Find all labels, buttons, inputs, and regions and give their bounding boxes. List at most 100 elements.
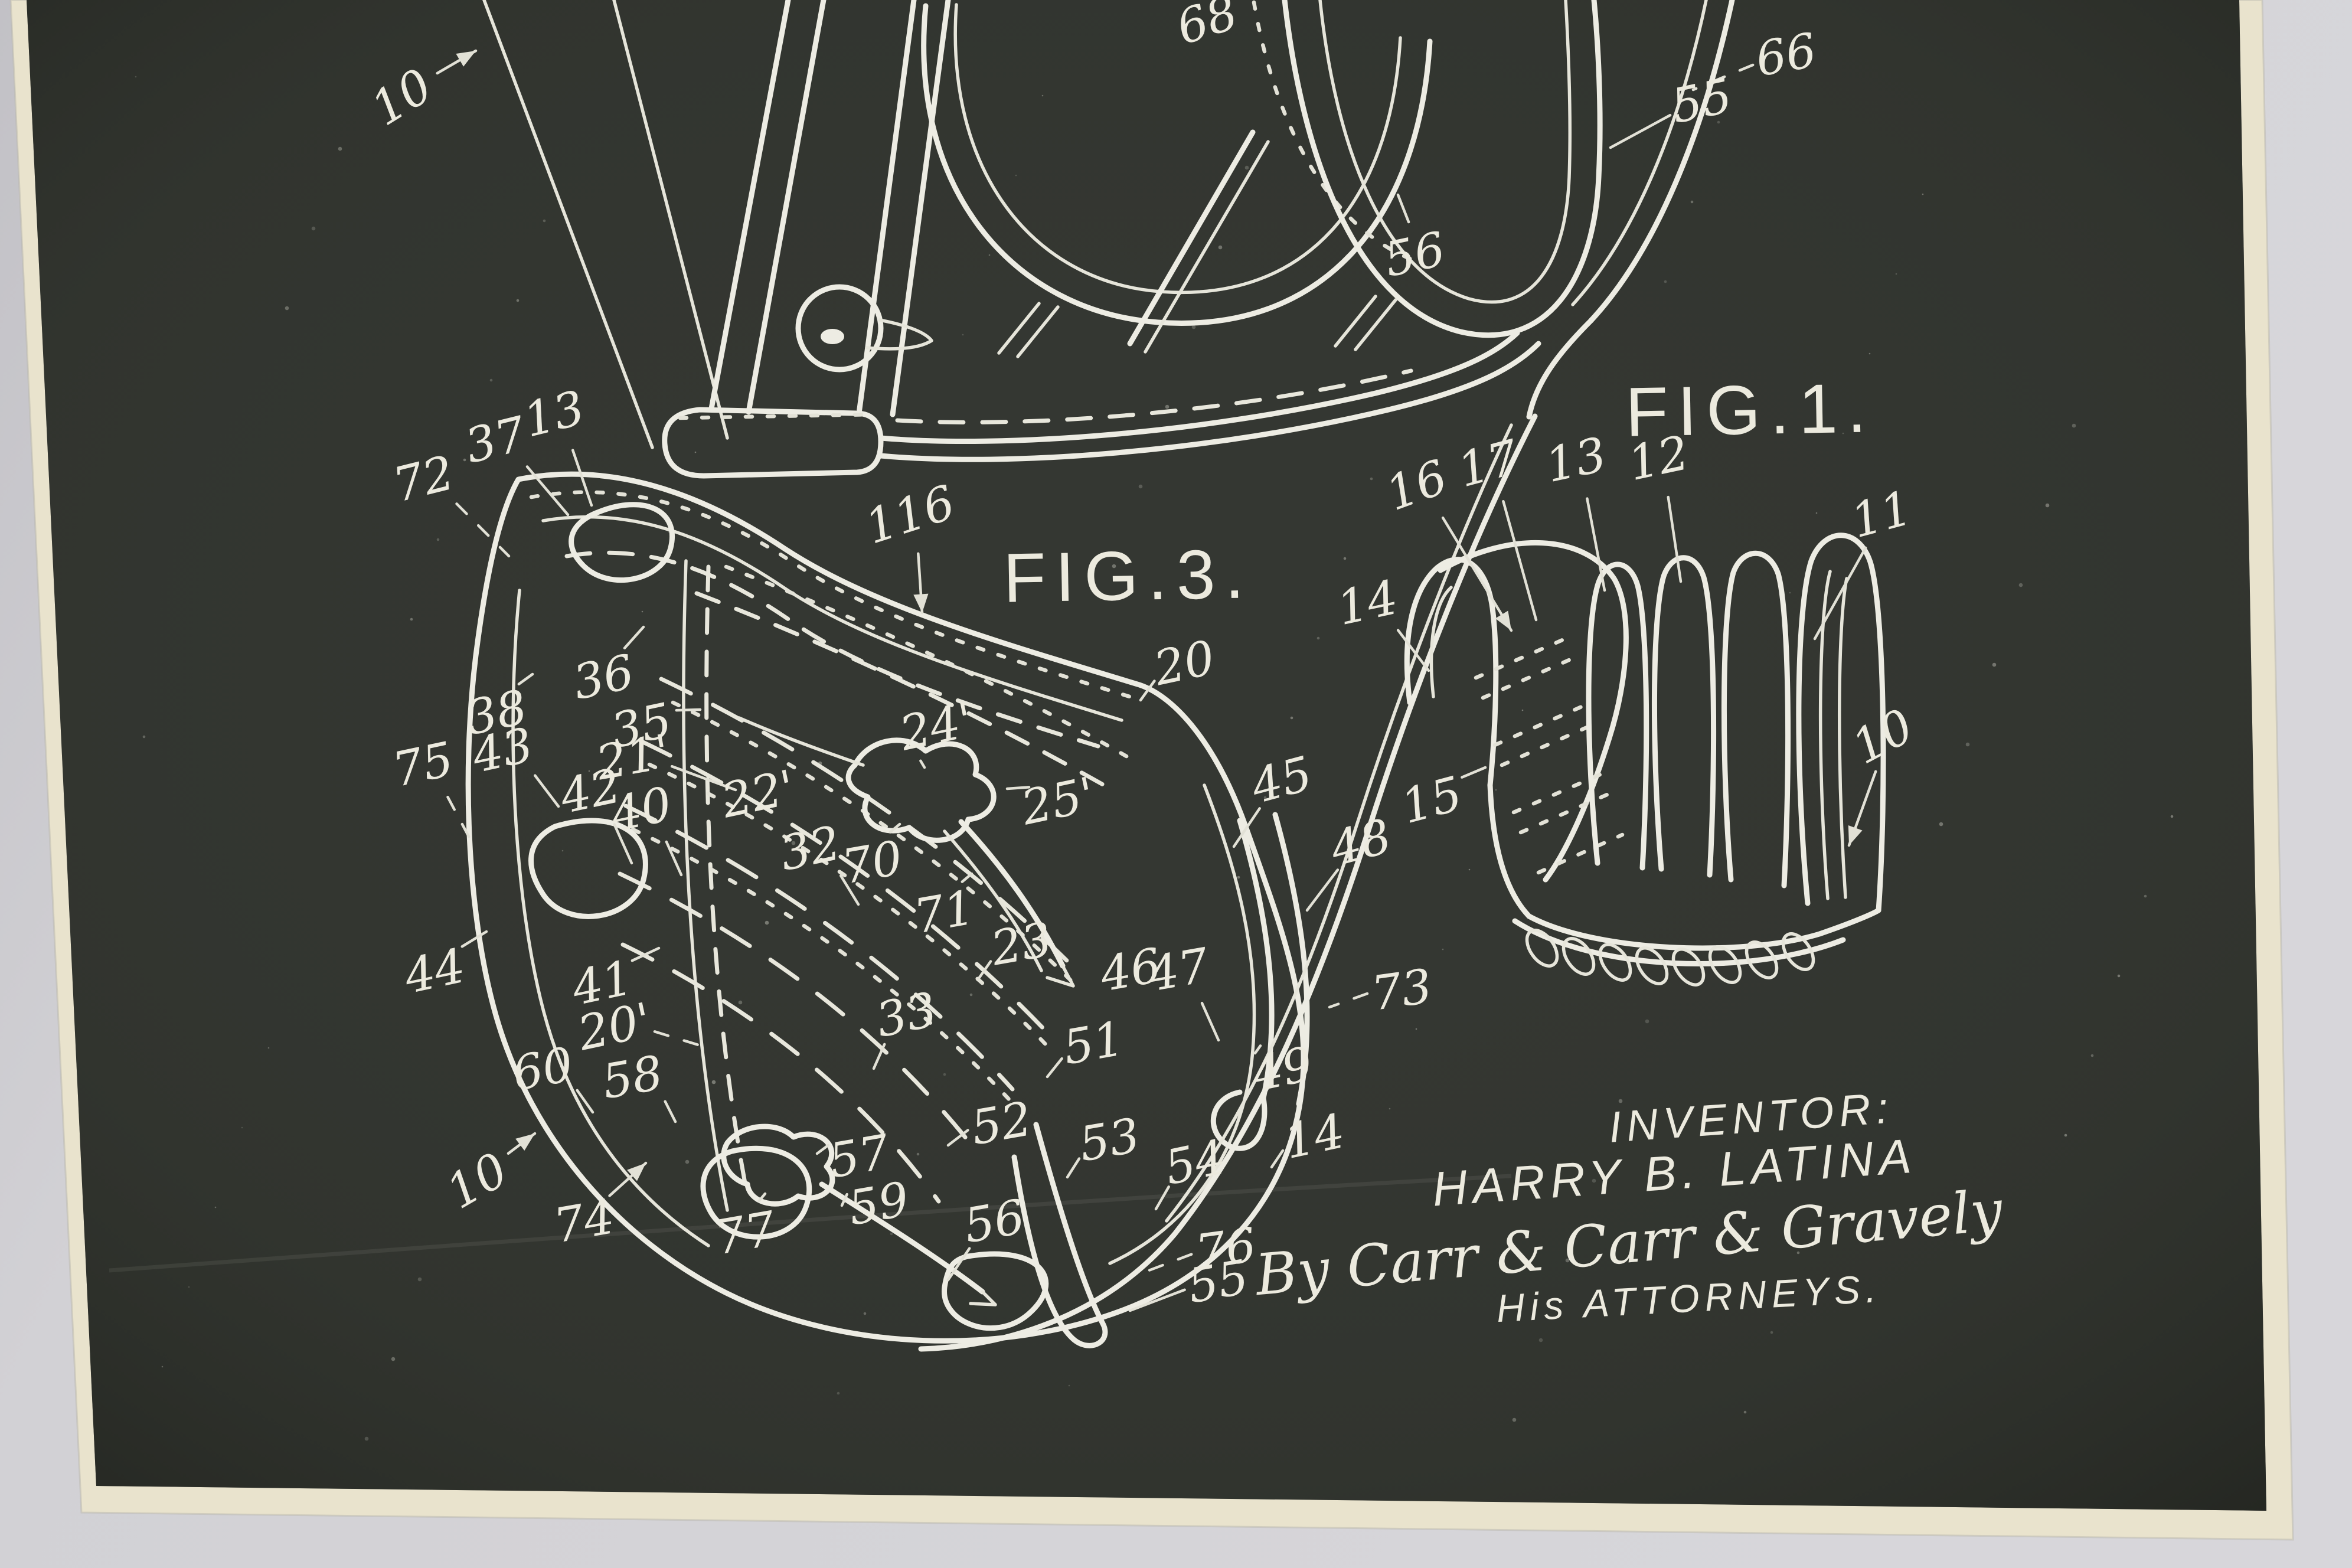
dust-speck	[1717, 120, 1720, 124]
sheet-vignette	[27, 0, 2266, 1511]
dust-speck	[267, 1047, 270, 1049]
dust-speck	[1041, 94, 1044, 97]
dust-speck	[711, 1080, 716, 1084]
leader-line	[455, 502, 511, 558]
leader-line	[1691, 63, 1755, 92]
leader-line	[946, 1247, 971, 1282]
leader-arrowhead	[456, 51, 476, 67]
reference-numeral: 40	[606, 776, 677, 842]
dust-speck	[863, 1312, 867, 1315]
reference-numeral: 66	[1752, 22, 1820, 87]
reference-numeral: 47	[1144, 937, 1213, 1002]
dust-speck	[1664, 280, 1667, 283]
leader-line	[1066, 1157, 1081, 1179]
reference-numeral: 70	[838, 830, 906, 894]
reference-numeral: 41	[567, 950, 638, 1016]
reference-numeral: 75	[388, 731, 458, 798]
leader-line	[1046, 1057, 1063, 1079]
dust-speck	[436, 538, 440, 541]
dust-speck	[916, 1152, 920, 1156]
dust-speck	[1015, 174, 1017, 177]
dust-speck	[1770, 1331, 1773, 1334]
leader-line	[1305, 868, 1340, 912]
dust-speck	[1965, 742, 1970, 747]
paper-dust-specks	[135, 76, 2174, 1441]
leader-line	[613, 823, 633, 865]
dust-speck	[943, 1073, 946, 1076]
leader-arrowhead	[627, 1163, 646, 1181]
leader-line	[665, 840, 683, 877]
reference-numeral: 57	[825, 1124, 893, 1188]
leader-line	[1147, 1253, 1193, 1272]
leader-line	[623, 625, 645, 650]
reference-numeral: 43	[467, 717, 538, 783]
reference-numeral: 74	[550, 1189, 618, 1253]
dust-speck	[791, 841, 796, 845]
leader-line	[1396, 193, 1410, 224]
reference-numeral: 38	[462, 680, 532, 746]
leader-line	[670, 765, 737, 792]
dust-speck	[1565, 1258, 1570, 1263]
dust-speck	[1538, 1338, 1543, 1342]
leader-line	[1502, 499, 1538, 622]
leader-line	[1441, 516, 1513, 632]
leader-line	[815, 1144, 830, 1155]
leader-line	[525, 465, 570, 517]
reference-numeral: 21'	[592, 724, 674, 790]
leader-line	[839, 874, 860, 906]
dust-speck	[285, 306, 289, 311]
fig3-mitt-figure	[465, 413, 1538, 1352]
dust-speck	[738, 1000, 743, 1005]
dust-speck	[391, 1357, 396, 1361]
dust-speck	[694, 451, 697, 453]
leader-line	[1154, 1185, 1170, 1211]
dust-speck	[463, 458, 466, 462]
dust-speck	[1263, 796, 1267, 799]
leader-line	[1253, 1044, 1262, 1055]
leader-line	[976, 960, 992, 982]
leader-line	[1128, 1288, 1186, 1312]
dust-speck	[668, 531, 670, 533]
reference-numeral: 71	[910, 880, 978, 944]
leader-line	[446, 795, 475, 847]
dust-speck	[2064, 1133, 2067, 1137]
leader-line	[1667, 495, 1683, 583]
leader-line	[872, 1043, 886, 1070]
dust-speck	[2144, 894, 2147, 898]
dust-speck	[1442, 948, 1444, 950]
dust-speck	[2045, 503, 2050, 508]
bevel-shadow	[9, 0, 2294, 1541]
dust-speck	[1592, 1178, 1596, 1183]
leader-line	[1232, 807, 1261, 848]
dust-speck	[1468, 868, 1471, 871]
leader-arrowhead	[1848, 825, 1863, 845]
figure-labels: FIG.1.FIG.3.	[1002, 369, 1876, 617]
dust-speck	[311, 226, 316, 231]
dust-speck	[1922, 193, 1924, 195]
reference-numeral: 44	[399, 938, 470, 1004]
dust-speck	[1512, 1417, 1517, 1422]
dust-speck	[588, 770, 590, 772]
dust-speck	[969, 993, 973, 997]
reference-numeral: 51	[1059, 1011, 1128, 1075]
reference-numeral: 42	[555, 758, 626, 824]
dust-speck	[1237, 876, 1240, 879]
reference-numeral: 55	[1184, 1249, 1252, 1314]
dust-speck	[2170, 815, 2174, 818]
dust-speck	[1389, 1108, 1391, 1110]
reference-numeral: 54	[1160, 1129, 1230, 1195]
reference-numeral: 73	[1368, 959, 1435, 1021]
dust-speck	[417, 1277, 422, 1282]
reference-numeral: 14	[1332, 570, 1403, 636]
leader-line	[1586, 497, 1606, 592]
dust-speck	[561, 850, 564, 852]
leader-line	[664, 1100, 677, 1123]
dust-speck	[1743, 1410, 1747, 1414]
reference-numeral: 23	[986, 912, 1056, 976]
reference-numeral: 49	[1247, 1036, 1318, 1102]
dust-speck	[1218, 245, 1223, 250]
leader-line	[840, 1193, 848, 1207]
dust-speck	[837, 1391, 840, 1395]
dust-speck	[1521, 709, 1524, 711]
